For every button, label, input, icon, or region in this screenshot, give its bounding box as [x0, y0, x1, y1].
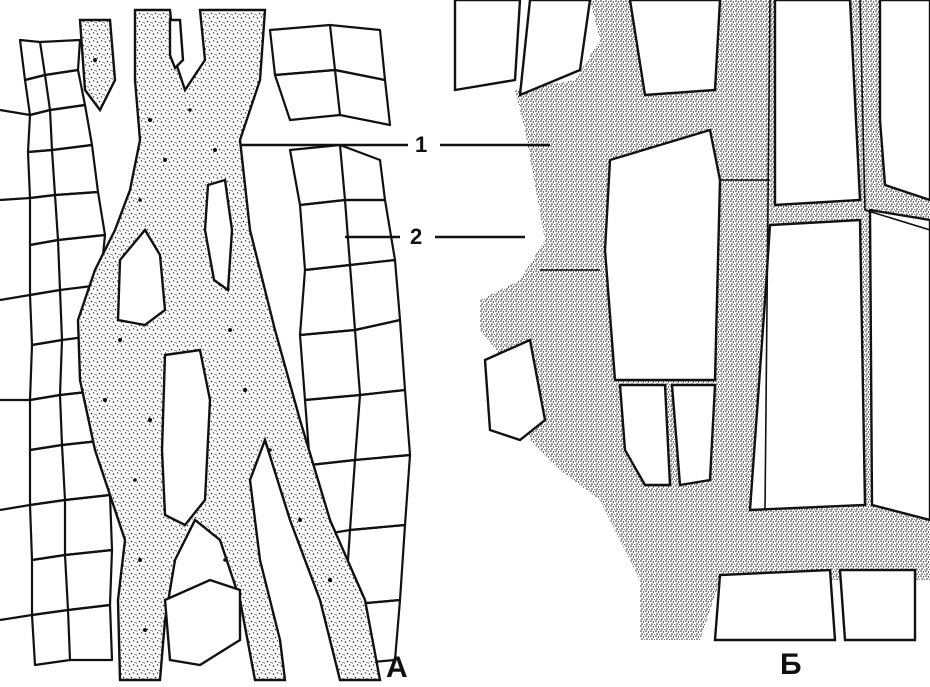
callout-1: 1 [240, 132, 550, 157]
panel-a-drawing [0, 10, 410, 680]
callout-2-label: 2 [410, 224, 422, 249]
panel-b-drawing [455, 0, 930, 640]
panel-b-label: Б [780, 648, 802, 681]
panel-a-label: А [386, 651, 408, 684]
callout-1-label: 1 [415, 132, 427, 157]
callout-2: 2 [345, 224, 525, 249]
laticifer-network [78, 10, 380, 680]
